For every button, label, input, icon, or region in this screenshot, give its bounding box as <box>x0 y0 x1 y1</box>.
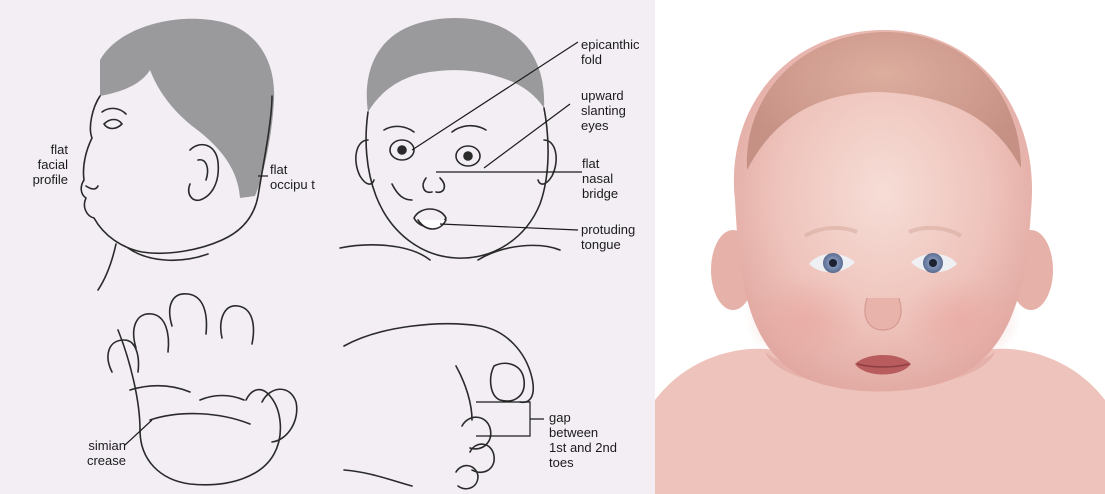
leader-simian-crease <box>125 420 152 445</box>
hand-palm <box>118 330 280 485</box>
feature-diagram-panel: flat facial profile flat occipu t epican… <box>0 0 655 494</box>
front-hair <box>367 18 544 112</box>
label-flat-facial-profile: flat facial profile <box>28 142 68 187</box>
profile-head-drawing <box>81 19 274 290</box>
profile-hair <box>100 19 274 198</box>
leader-protruding-tongue <box>440 224 578 230</box>
front-head-drawing <box>340 18 560 260</box>
portrait-right-pupil <box>929 259 937 267</box>
hand-finger-3 <box>170 294 207 334</box>
label-flat-nasal-bridge: flat nasal bridge <box>582 156 618 201</box>
profile-brow <box>102 108 126 114</box>
profile-chin-fold <box>128 248 208 260</box>
portrait-right-cheek <box>901 276 1021 364</box>
portrait-left-cheek <box>745 276 865 364</box>
hand-crease <box>150 414 250 424</box>
foot-arch <box>456 366 472 420</box>
profile-neck <box>98 244 116 290</box>
front-cheek-left <box>392 184 412 200</box>
front-nose <box>423 178 444 192</box>
foot-toe-4 <box>456 466 478 489</box>
profile-ear-outline <box>189 145 219 201</box>
foot-big-toe <box>491 363 525 401</box>
label-simian-crease: simian crease <box>78 438 126 468</box>
front-right-brow <box>452 126 486 132</box>
label-upward-slanting-eyes: upward slanting eyes <box>581 88 626 133</box>
profile-mouth <box>86 186 98 189</box>
infant-portrait-panel <box>655 0 1105 494</box>
hand-drawing <box>108 294 297 485</box>
hand-finger-4 <box>221 306 254 344</box>
hand-knuckles <box>130 386 244 400</box>
leader-toe-gap-bracket <box>476 402 544 436</box>
profile-eye <box>104 120 122 129</box>
label-toe-gap: gap between 1st and 2nd toes <box>549 410 617 470</box>
front-left-brow <box>384 126 414 132</box>
label-flat-occiput: flat occipu t <box>270 162 315 192</box>
profile-ear-inner <box>198 160 208 180</box>
portrait-nose <box>865 298 901 330</box>
leader-upward-slanting-eyes <box>484 104 570 168</box>
label-epicanthic-fold: epicanthic fold <box>581 37 640 67</box>
front-face-outline <box>366 108 548 258</box>
foot-drawing <box>344 324 533 489</box>
front-left-ear <box>356 140 374 184</box>
hand-finger-2 <box>134 314 169 352</box>
front-left-pupil <box>398 146 406 154</box>
foot-outline <box>344 324 533 486</box>
foot-toe-2 <box>462 417 491 449</box>
front-right-pupil <box>464 152 472 160</box>
infant-portrait <box>655 0 1105 494</box>
label-protruding-tongue: protuding tongue <box>581 222 635 252</box>
portrait-left-pupil <box>829 259 837 267</box>
